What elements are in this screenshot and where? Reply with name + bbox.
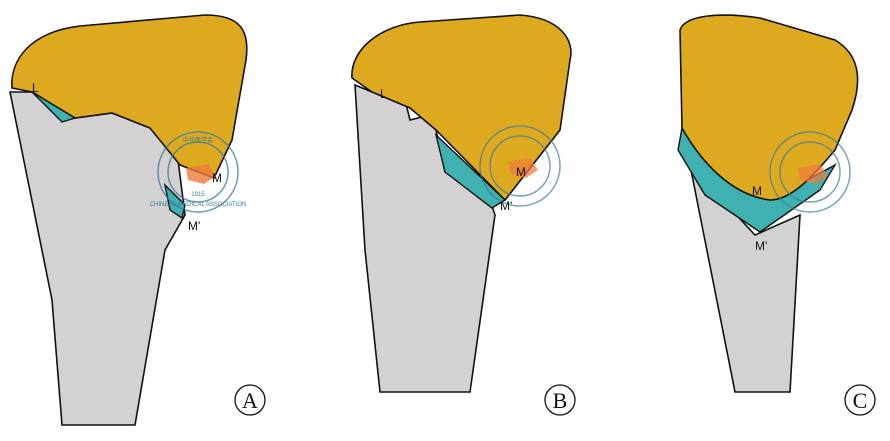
watermark-cn: 中华医学会: [183, 136, 213, 144]
label-l-b: L: [380, 87, 387, 101]
label-m-prime-c: M': [755, 239, 767, 253]
label-m-prime-b: M': [500, 199, 512, 213]
panel-badge-b: [544, 384, 576, 416]
watermark-en: CHINESE MEDICAL ASSOCIATION: [150, 202, 247, 208]
wedge-a-lateral: [31, 91, 77, 123]
tibial-plateau-b: [351, 14, 572, 202]
panel-badge-a: [234, 384, 266, 416]
panel-b: [351, 14, 576, 416]
panel-badge-c: [844, 384, 876, 416]
watermark-seal: 中华医学会 CHINESE MEDICAL ASSOCIATION 1915: [150, 131, 247, 213]
panel-label-b: B: [553, 388, 568, 413]
panel-label-c: C: [853, 388, 868, 413]
tibia-shaft-c: [688, 162, 801, 393]
label-m-prime-a: M': [188, 219, 200, 233]
panel-a: [9, 14, 266, 426]
panel-c: [677, 14, 876, 416]
labels: L M M' A L M M' B M M' C: [32, 81, 867, 413]
wedge-a-medial: [163, 182, 186, 220]
label-m-b: M: [516, 165, 526, 179]
watermark-year: 1915: [191, 192, 205, 198]
label-m-c: M: [752, 184, 762, 198]
label-l-a: L: [32, 81, 39, 95]
tibia-shaft-a: [9, 91, 186, 426]
tibial-plateau-c: [679, 14, 859, 201]
label-m-a: M: [212, 171, 222, 185]
watermark-seal: [769, 131, 851, 213]
panel-label-a: A: [242, 388, 258, 413]
watermark-seal: [479, 125, 561, 207]
